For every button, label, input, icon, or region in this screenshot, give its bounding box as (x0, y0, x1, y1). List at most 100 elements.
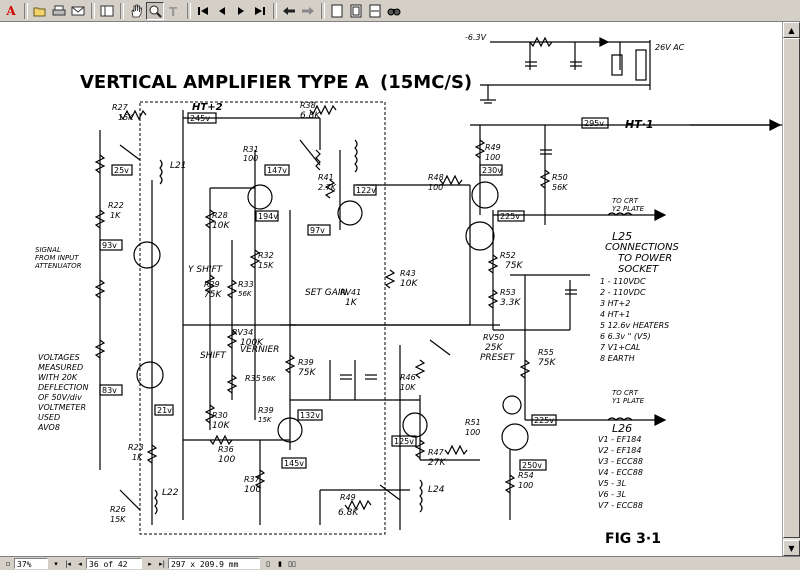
previous-page-icon[interactable]: ◂ (78, 559, 82, 568)
resistor-labels: R27 15K R38 6.8K R31 100 R28 10K R29 75K… (108, 101, 568, 524)
valve-list: V1 - EF184 V2 - EF184 V3 - ECC88 V4 - EC… (598, 435, 643, 510)
print-icon[interactable] (50, 2, 68, 20)
next-page-icon[interactable]: ▸ (148, 559, 152, 568)
last-page-icon[interactable] (251, 2, 269, 20)
first-page-icon[interactable]: |◂ (65, 559, 71, 568)
toolbar-separator (187, 2, 191, 19)
toolbar-separator (24, 2, 28, 19)
resistor-label: 6.8K (338, 508, 359, 518)
document-viewport[interactable]: VERTICAL AMPLIFIER TYPE A (15MC/S) -6.3V… (0, 22, 782, 556)
figure-label: FIG 3·1 (605, 531, 661, 547)
resistor-label: 100 (465, 428, 480, 437)
resistor-label: R39 (258, 406, 274, 415)
go-forward-icon[interactable] (299, 2, 317, 20)
voltage-label: 194v (258, 212, 278, 221)
single-page-icon[interactable]: ▯ (266, 559, 270, 568)
resistor-label: 100 (518, 481, 533, 490)
valve-item: V2 - EF184 (598, 446, 641, 455)
email-icon[interactable] (69, 2, 87, 20)
resistor-label: 100 (428, 183, 443, 192)
show-hide-navigation-icon[interactable] (98, 2, 116, 20)
schematic-page: VERTICAL AMPLIFIER TYPE A (15MC/S) -6.3V… (34, 33, 782, 547)
resistor-label: R29 (204, 280, 220, 289)
zoom-dropdown-icon[interactable]: ▾ (54, 559, 58, 568)
resistor-label: 75K (538, 358, 556, 368)
to-crt-label: TO CRT (612, 197, 639, 205)
vernier-label: VERNIER (240, 345, 279, 355)
input-label: SIGNAL (35, 246, 61, 254)
page-number-field[interactable]: 36 of 42 (86, 558, 142, 569)
resistor-label: R51 (465, 418, 481, 427)
resistor-label: R28 (212, 211, 228, 220)
voltage-label: 93v (102, 241, 117, 250)
open-icon[interactable] (31, 2, 49, 20)
first-page-icon[interactable] (194, 2, 212, 20)
resistor-label: 100K (240, 338, 264, 348)
voltage-label: 21v (157, 406, 172, 415)
resistor-label: R47 (428, 448, 445, 457)
resistor-label: RV41 (340, 288, 361, 297)
toolbar-separator (321, 2, 325, 19)
voltage-label: 225v (534, 416, 554, 425)
acrobat-logo-icon: A (6, 3, 16, 18)
resistor-label: 3.3K (500, 298, 521, 308)
resistor-label: R49 (340, 493, 356, 502)
connection-item: 5 12.6v HEATERS (600, 321, 669, 330)
resistor-label: 1K (110, 211, 121, 220)
voltage-label: 132v (300, 411, 320, 420)
fit-width-icon[interactable] (366, 2, 384, 20)
resistor-label: R37 (244, 475, 261, 484)
scrollbar-thumb[interactable] (783, 38, 800, 538)
valve-item: V7 - ECC88 (598, 501, 643, 510)
continuous-icon[interactable]: ▮ (278, 559, 282, 568)
set-gain-label: SET GAIN (305, 288, 348, 298)
fit-page-icon[interactable] (347, 2, 365, 20)
inductor-label: L21 (170, 161, 186, 171)
voltage-label: 225v (500, 212, 520, 221)
hand-tool-icon[interactable] (127, 2, 145, 20)
text-select-icon[interactable]: T (165, 2, 183, 20)
voltage-note-line: DEFLECTION (38, 383, 88, 392)
resistor-label: 100 (218, 455, 235, 465)
scroll-up-icon[interactable]: ▲ (783, 22, 800, 38)
scroll-down-icon[interactable]: ▼ (783, 540, 800, 556)
voltage-note-line: OF 50V/div (38, 393, 82, 402)
go-back-icon[interactable] (280, 2, 298, 20)
valve-item: V3 - ECC88 (598, 457, 643, 466)
resistor-label: RV34 (232, 328, 253, 337)
zoom-field[interactable]: 37% (14, 558, 48, 569)
resistor-label: R30 (212, 411, 228, 420)
connection-item: 3 HT+2 (600, 299, 630, 308)
find-icon[interactable] (385, 2, 403, 20)
voltage-note-line: MEASURED (38, 363, 83, 372)
connections-list: CONNECTIONS TO POWER SOCKET 1 - 110VDC 2… (600, 242, 680, 363)
voltage-label: 83v (102, 386, 117, 395)
voltage-note-line: AVO8 (37, 423, 60, 432)
status-bar: ▫ 37% ▾ |◂ ◂ 36 of 42 ▸ ▸| 297 x 209.9 m… (0, 556, 800, 570)
resistor-label: R31 (243, 145, 259, 154)
inductor-label: L24 (428, 485, 445, 495)
facing-icon[interactable]: ▯▯ (288, 559, 296, 568)
voltage-label: 295v (584, 119, 604, 128)
inductor-label: L25 (612, 230, 632, 243)
vertical-scrollbar[interactable]: ▲ ▼ (782, 22, 800, 556)
previous-page-icon[interactable] (213, 2, 231, 20)
voltage-label: 25v (114, 166, 129, 175)
supply-label: -6.3V (465, 33, 487, 42)
resistor-label: R49 (485, 143, 501, 152)
voltage-label: 97v (310, 226, 325, 235)
connection-item: 6 6.3v " (V5) (600, 332, 651, 341)
zoom-tool-icon[interactable] (146, 1, 164, 20)
voltage-note-line: VOLTAGES (38, 353, 80, 362)
valve-item: V6 - 3L (598, 490, 626, 499)
next-page-icon[interactable] (232, 2, 250, 20)
resistor-label: 100 (243, 154, 258, 163)
resistor-label: RV50 (483, 333, 504, 342)
resistor-label: R43 (400, 269, 416, 278)
resistor-label: 27K (428, 458, 446, 468)
to-crt-label: Y2 PLATE (612, 205, 645, 213)
actual-size-icon[interactable] (328, 2, 346, 20)
connection-item: 2 - 110VDC (600, 288, 646, 297)
last-page-icon[interactable]: ▸| (159, 559, 165, 568)
resistor-label: R27 (112, 103, 129, 112)
